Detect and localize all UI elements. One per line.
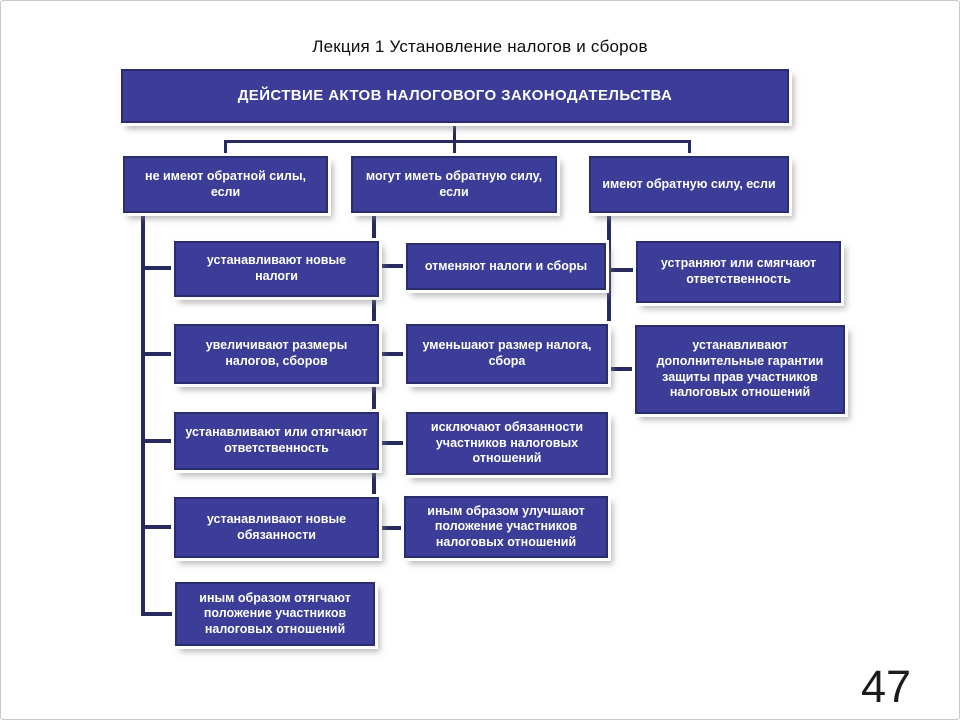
branch-node-have-retroactive-force: имеют обратную силу, если (589, 156, 789, 213)
connector-line (141, 210, 145, 616)
child-node: уменьшают размер налога, сбора (406, 324, 608, 384)
connector-line (141, 352, 174, 356)
connector-line (607, 210, 611, 371)
connector-line (372, 264, 406, 268)
connector-line (453, 123, 456, 142)
diagram-root-node: ДЕЙСТВИЕ АКТОВ НАЛОГОВОГО ЗАКОНОДАТЕЛЬСТ… (121, 69, 789, 123)
connector-line (607, 367, 636, 371)
connector-line (141, 525, 174, 529)
child-node: устанавливают новые налоги (174, 241, 379, 297)
child-node: исключают обязанности участников налогов… (406, 412, 608, 475)
connector-line (141, 439, 174, 443)
child-node: устанавливают дополнительные гарантии за… (635, 325, 845, 414)
page-number: 47 (860, 661, 911, 712)
connector-line (224, 140, 227, 157)
child-node: устраняют или смягчают ответственность (636, 241, 841, 303)
child-node: иным образом отягчают положение участник… (175, 582, 375, 646)
child-node: увеличивают размеры налогов, сборов (174, 324, 379, 384)
child-node: устанавливают новые обязанности (174, 497, 379, 558)
connector-line (372, 526, 406, 530)
connector-line (453, 140, 456, 157)
connector-line (141, 266, 174, 270)
branch-node-no-retroactive-force: не имеют обратной силы, если (123, 156, 328, 213)
branch-node-may-have-retroactive: могут иметь обратную силу, если (351, 156, 557, 213)
connector-line (607, 268, 636, 272)
connector-line (372, 352, 406, 356)
connector-line (372, 441, 406, 445)
child-node: иным образом улучшают положение участник… (404, 496, 608, 558)
child-node: отменяют налоги и сборы (406, 243, 606, 290)
child-node: устанавливают или отягчают ответственнос… (174, 412, 379, 470)
slide-title: Лекция 1 Установление налогов и сборов (312, 37, 648, 56)
connector-line (141, 612, 174, 616)
connector-line (688, 140, 691, 157)
connector-line (224, 140, 691, 143)
